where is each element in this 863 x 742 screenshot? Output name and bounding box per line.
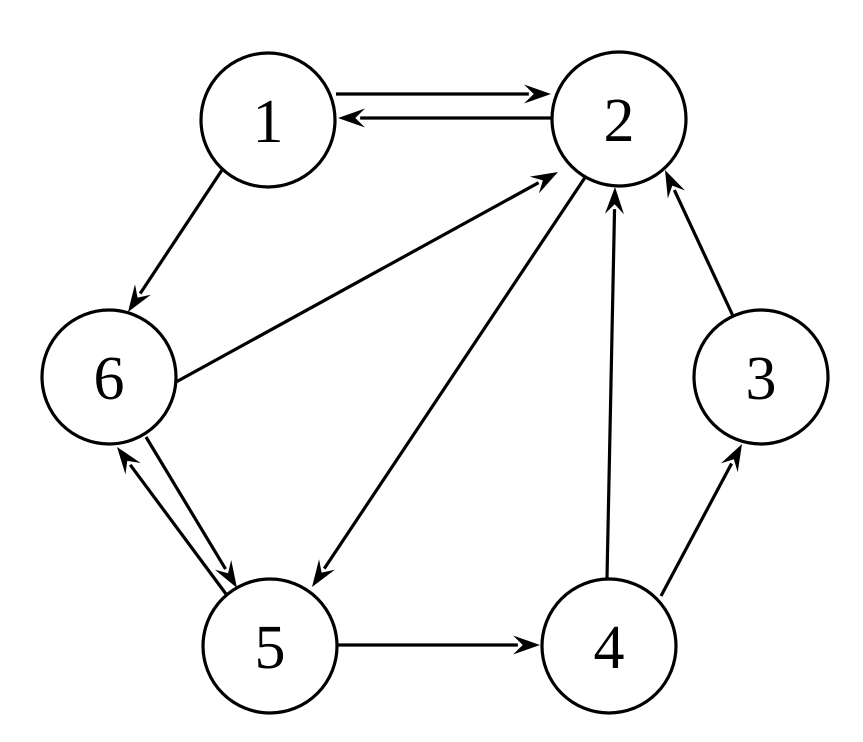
edge-5-to-6 (117, 447, 228, 595)
node-circle-3[interactable] (692, 308, 830, 446)
graph-node-3[interactable]: 3 (692, 308, 830, 446)
node-circle-4[interactable] (540, 577, 678, 715)
edge-6-to-2 (175, 172, 558, 384)
edge-2-to-5 (312, 175, 588, 587)
node-circle-2[interactable] (550, 50, 688, 188)
arrow-head-icon (128, 284, 151, 312)
edge-shaft (672, 189, 735, 317)
edge-4-to-2 (604, 187, 624, 579)
edge-shaft (605, 209, 617, 579)
edge-2-to-1 (338, 108, 551, 128)
edge-shaft (138, 169, 224, 295)
arrow-head-icon (604, 187, 624, 215)
node-label-4: 4 (594, 614, 625, 682)
arrow-head-icon (720, 444, 742, 473)
edge-3-to-2 (665, 170, 735, 317)
edge-shaft (175, 181, 540, 384)
edge-1-to-6 (128, 169, 224, 312)
edge-shaft (128, 463, 228, 595)
edges-layer (117, 84, 742, 655)
arrow-head-icon (529, 172, 558, 194)
graph-node-4[interactable]: 4 (540, 577, 678, 715)
edge-shaft (322, 175, 588, 570)
arrow-head-icon (513, 635, 540, 655)
edge-6-to-5 (144, 436, 237, 588)
arrow-head-icon (524, 84, 551, 104)
node-label-3: 3 (746, 345, 777, 413)
edge-5-to-4 (337, 635, 540, 655)
node-label-6: 6 (94, 345, 125, 413)
arrow-head-icon (214, 559, 237, 588)
nodes-layer: 1 2 3 4 5 6 (40, 50, 830, 715)
graph-node-6[interactable]: 6 (40, 308, 178, 446)
arrow-head-icon (312, 559, 335, 587)
edge-shaft (144, 436, 227, 570)
node-circle-6[interactable] (40, 308, 178, 446)
edge-4-to-3 (659, 444, 742, 597)
node-label-1: 1 (253, 88, 284, 156)
edge-shaft (659, 462, 733, 597)
edge-1-to-2 (336, 84, 551, 104)
graph-node-2[interactable]: 2 (550, 50, 688, 188)
arrow-head-icon (665, 170, 686, 199)
arrow-head-icon (117, 447, 141, 475)
node-label-2: 2 (604, 87, 635, 155)
node-circle-1[interactable] (199, 51, 337, 189)
graph-node-1[interactable]: 1 (199, 51, 337, 189)
node-circle-5[interactable] (201, 577, 339, 715)
graph-node-5[interactable]: 5 (201, 577, 339, 715)
node-label-5: 5 (255, 614, 286, 682)
arrow-head-icon (338, 108, 365, 128)
